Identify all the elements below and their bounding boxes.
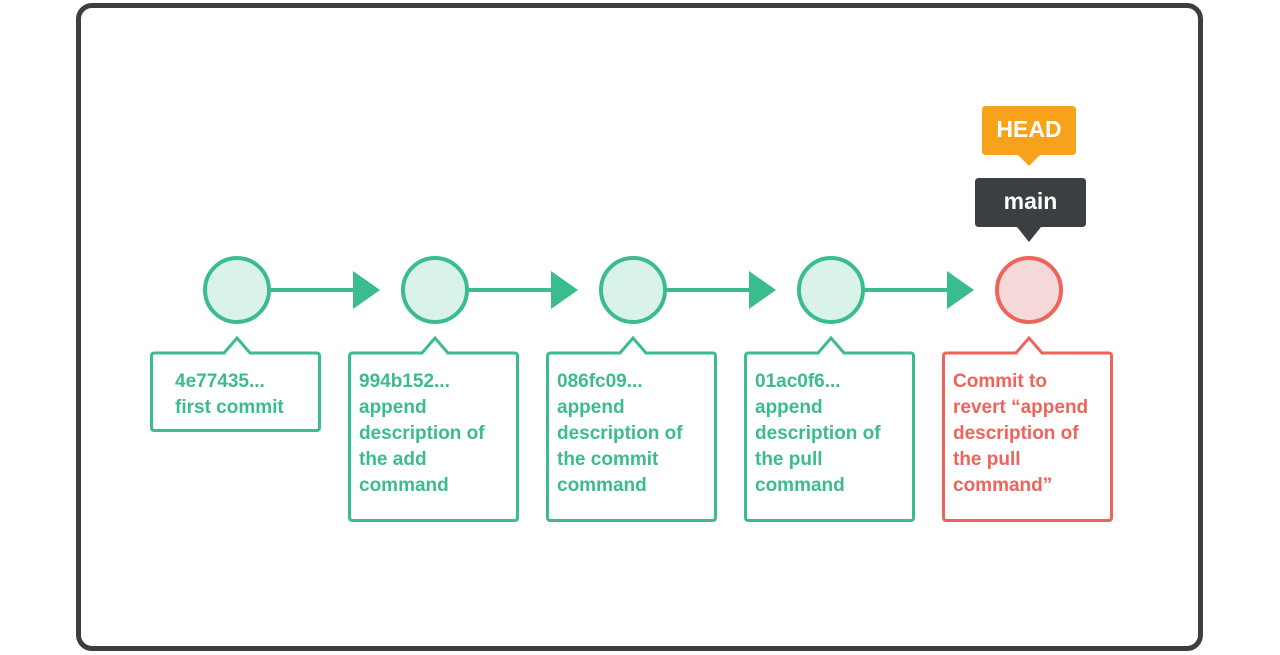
commit-description: 4e77435... first commit	[175, 369, 284, 421]
commit-message-line: command	[359, 475, 449, 496]
revert-commit-callout	[942, 335, 1113, 522]
revert-commit-node	[995, 256, 1063, 324]
commit-node	[797, 256, 865, 324]
commit-message-line: append	[557, 397, 625, 418]
arrow-head	[947, 271, 974, 309]
head-label: HEAD	[996, 116, 1062, 142]
commit-message-line: revert “append	[953, 397, 1089, 418]
commit-message-line: the add	[359, 449, 427, 470]
head-tag	[982, 106, 1076, 166]
arrow-head	[353, 271, 380, 309]
arrow-head	[551, 271, 578, 309]
main-branch-tag	[975, 178, 1086, 242]
commit-message-line: append	[359, 397, 427, 418]
commit-message-line: description of	[953, 423, 1079, 444]
commit-nodes	[203, 256, 1063, 324]
commit-hash: 086fc09...	[557, 371, 643, 392]
revert-commit-description: Commit to revert “append description of the…	[953, 369, 1088, 499]
ref-tags	[975, 106, 1086, 242]
commit-node	[203, 256, 271, 324]
commit-callout	[744, 335, 915, 522]
commit-message-line: description of	[557, 423, 683, 444]
commit-description: 994b152... append description of the add com…	[359, 369, 485, 499]
commit-callout	[150, 335, 321, 432]
commit-arrows	[271, 271, 974, 309]
commit-message-line: the commit	[557, 449, 659, 470]
commit-message-line: description of	[359, 423, 485, 444]
commit-message-line: append	[755, 397, 823, 418]
commit-callout	[546, 335, 717, 522]
commit-message-line: the pull	[755, 449, 823, 470]
commit-message-line: the pull	[953, 449, 1021, 470]
commit-description: 086fc09... append description of the commit…	[557, 369, 683, 499]
commit-message-line: command	[557, 475, 647, 496]
commit-message-line: command	[755, 475, 845, 496]
commit-message-line: first commit	[175, 397, 284, 418]
commit-description: 01ac0f6... append description of the pull co…	[755, 369, 881, 499]
commit-node	[401, 256, 469, 324]
commit-callout	[348, 335, 519, 522]
arrow-head	[749, 271, 776, 309]
main-branch-label: main	[1003, 188, 1058, 214]
commit-message-line: description of	[755, 423, 881, 444]
commit-message-line: command”	[953, 475, 1053, 496]
commit-hash: 4e77435...	[175, 371, 265, 392]
commit-hash: 01ac0f6...	[755, 371, 841, 392]
commit-callouts	[150, 335, 1113, 522]
commit-node	[599, 256, 667, 324]
commit-hash: 994b152...	[359, 371, 450, 392]
commit-hash: Commit to	[953, 371, 1047, 392]
